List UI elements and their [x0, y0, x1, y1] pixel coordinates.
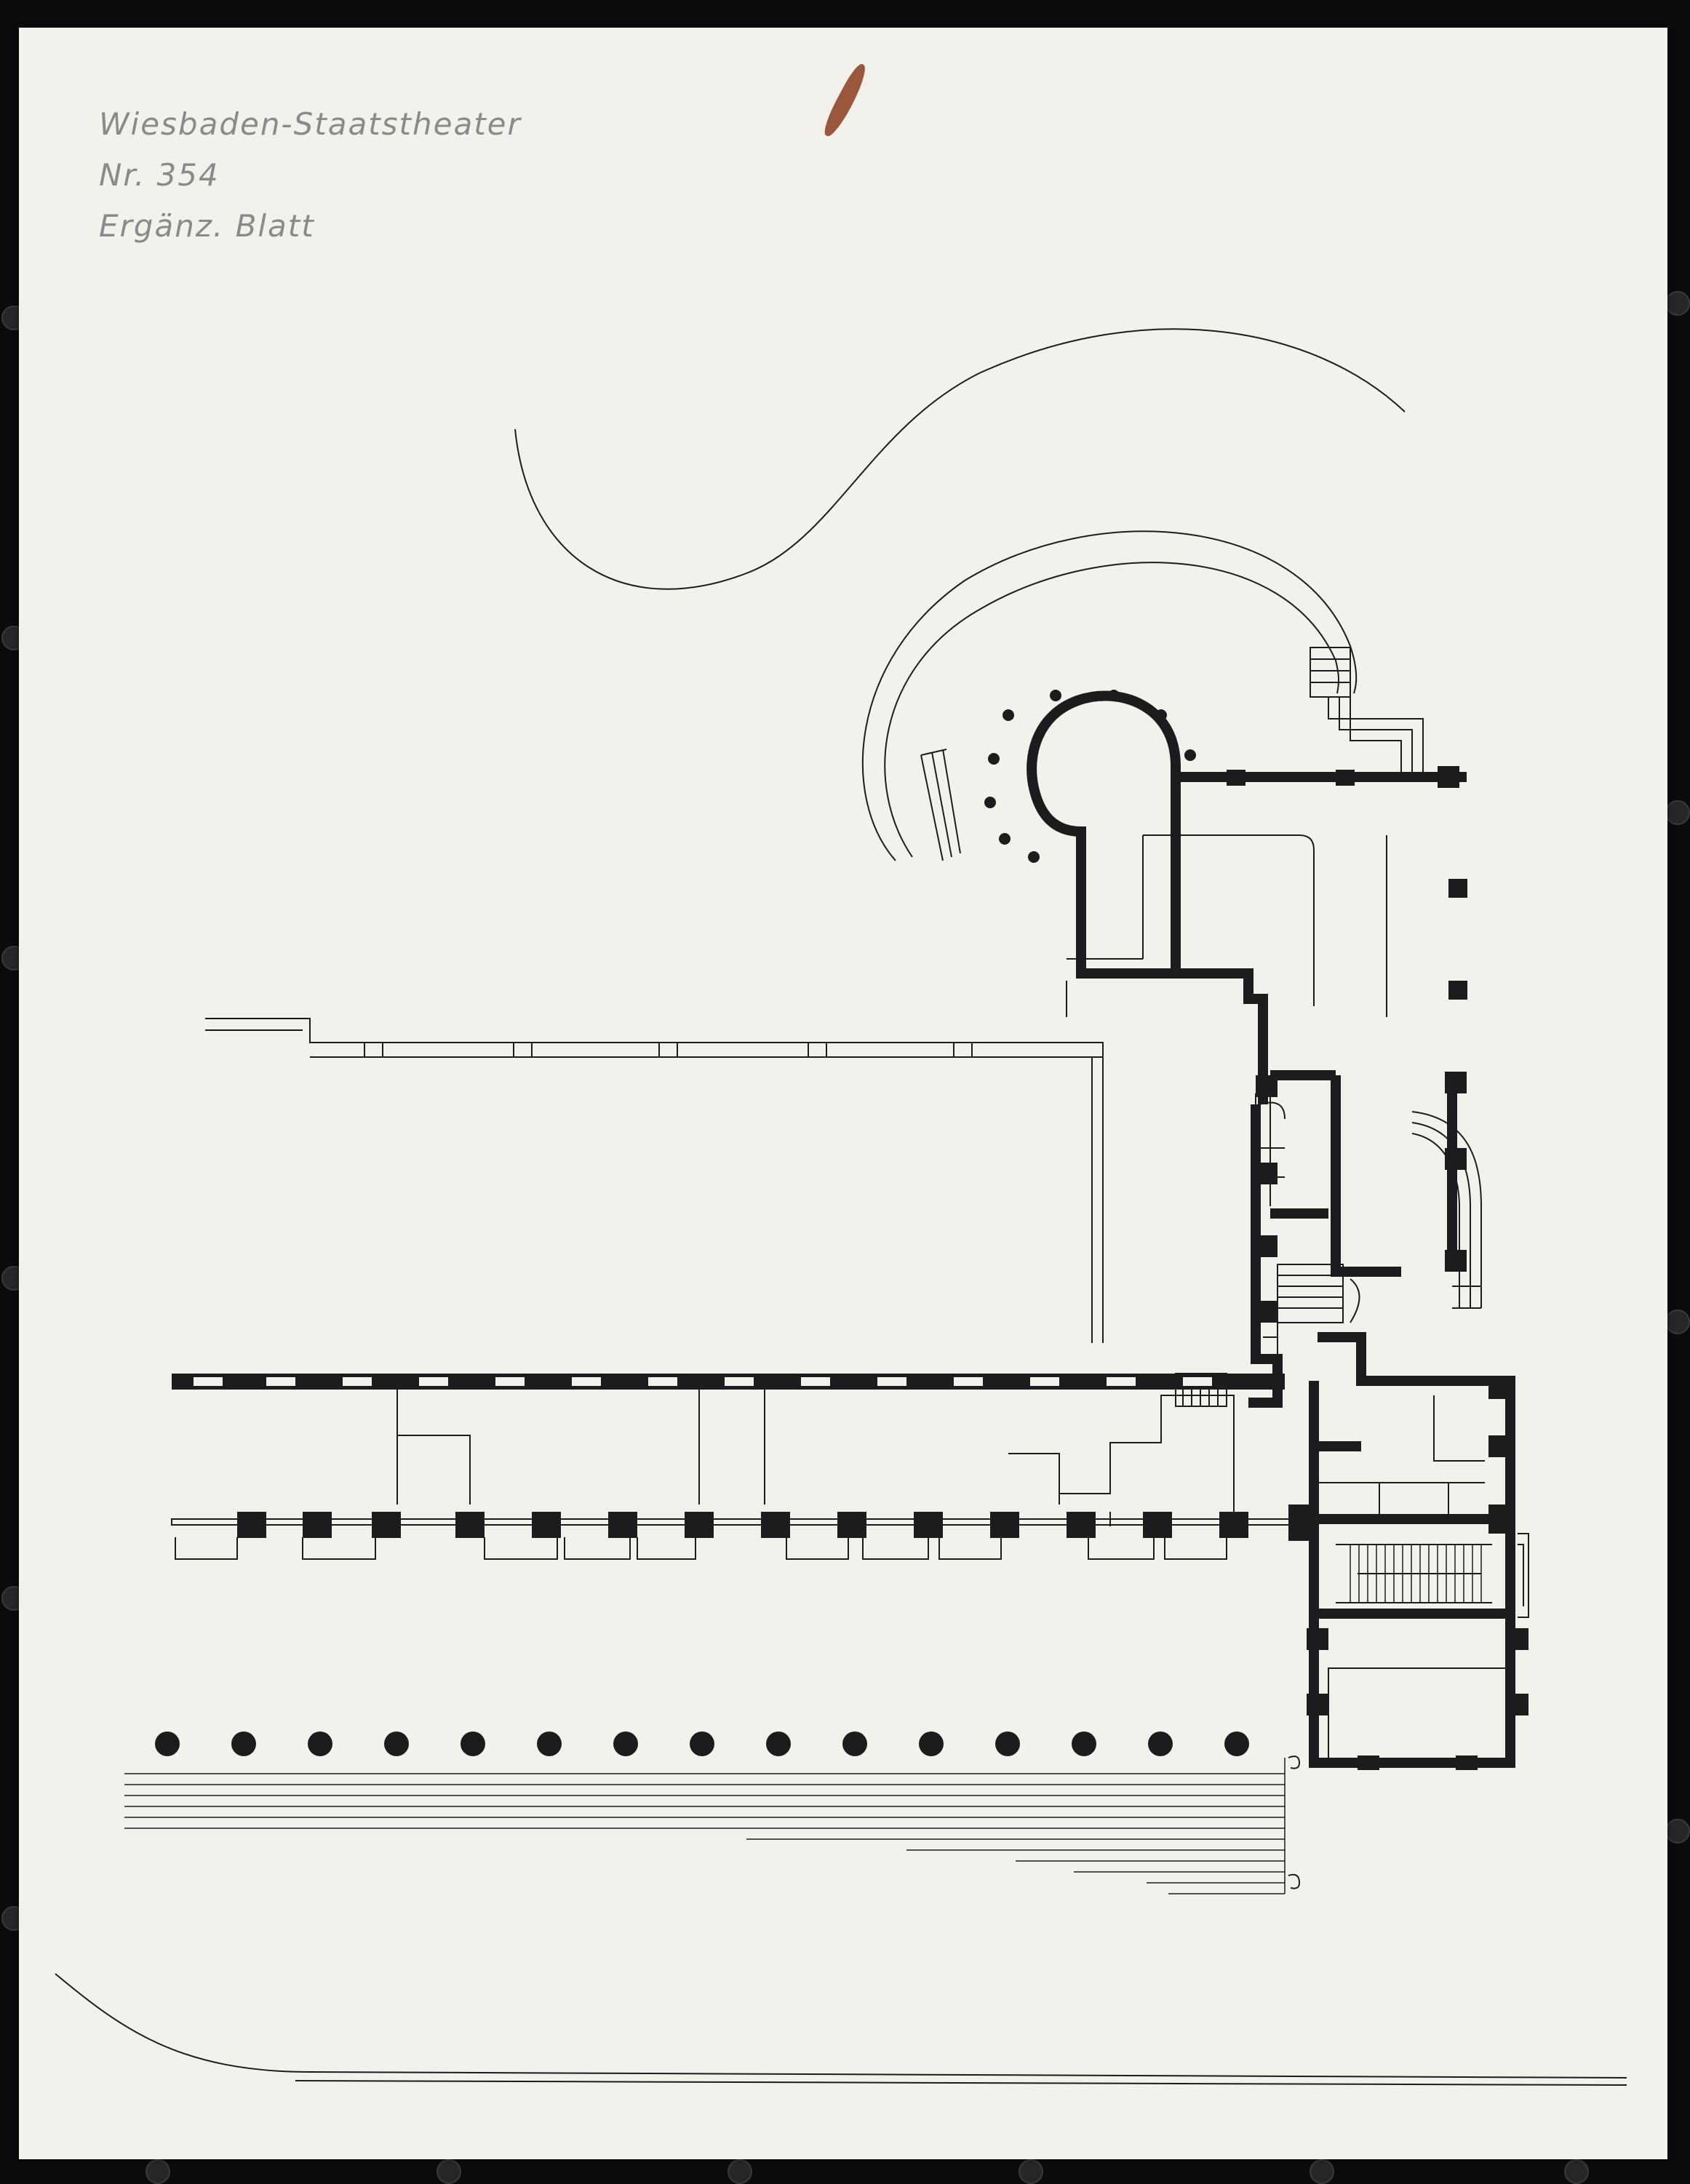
punch-hole — [146, 2159, 170, 2184]
south-pavilion-inner — [1328, 1667, 1507, 1763]
punch-hole — [1665, 291, 1690, 316]
main-stair-treads — [1350, 1545, 1482, 1603]
wall-posts — [364, 1043, 973, 1057]
service-walls — [1248, 1104, 1328, 1408]
punch-hole — [1665, 800, 1690, 825]
lower-wing-south-piers — [171, 1505, 1318, 1541]
drawing-sheet: Wiesbaden-Staatstheater Nr. 354 Ergänz. … — [19, 28, 1667, 2159]
annotation-sheet: Ergänz. Blatt — [99, 208, 315, 244]
site-boundary-curve — [55, 1973, 1627, 2079]
punch-hole — [1564, 2159, 1589, 2184]
punch-hole — [1665, 1819, 1690, 1844]
lower-wing-rooms — [396, 1388, 1235, 1526]
terrace-steps-south — [124, 1758, 1286, 1894]
annotation-number: Nr. 354 — [99, 157, 220, 193]
punch-hole — [728, 2159, 752, 2184]
garden-wall-return — [1091, 1057, 1104, 1343]
colonnade-columns — [155, 1731, 1249, 1756]
ramp-inner-curve — [884, 562, 1340, 858]
interior-lines — [1066, 834, 1387, 1017]
punch-hole — [1665, 1310, 1690, 1334]
rotunda-wall — [1027, 690, 1181, 857]
upper-block-outer — [1076, 832, 1268, 1104]
bay-windows — [175, 1537, 1227, 1560]
annotation-title: Wiesbaden-Staatstheater — [99, 106, 522, 142]
curved-ramp-east — [1411, 1111, 1482, 1309]
terrace-scroll — [1288, 1755, 1301, 1889]
stair-core-walls — [1270, 1070, 1457, 1277]
north-wall-window-openings — [194, 1377, 1212, 1386]
punch-hole — [1310, 2159, 1334, 2184]
stair-mid — [1277, 1264, 1360, 1323]
terrace-steps — [1328, 697, 1424, 781]
punch-hole — [1019, 2159, 1043, 2184]
right-block-walls — [1309, 1332, 1515, 1768]
main-staircase — [1336, 1533, 1529, 1618]
right-block-rooms — [1310, 1395, 1485, 1515]
ramp-middle-curve — [861, 530, 1358, 861]
garden-wall — [205, 1018, 1104, 1058]
stair-left — [920, 749, 961, 861]
east-wall-piers — [1227, 766, 1528, 1770]
punch-hole — [437, 2159, 461, 2184]
floor-plan-drawing — [55, 328, 1627, 2086]
rotunda-columns — [984, 690, 1196, 863]
stair-small — [1175, 1373, 1227, 1407]
site-boundary-line — [295, 2080, 1627, 2086]
stair-right — [1310, 647, 1351, 698]
ramp-outer-curve — [514, 328, 1406, 590]
